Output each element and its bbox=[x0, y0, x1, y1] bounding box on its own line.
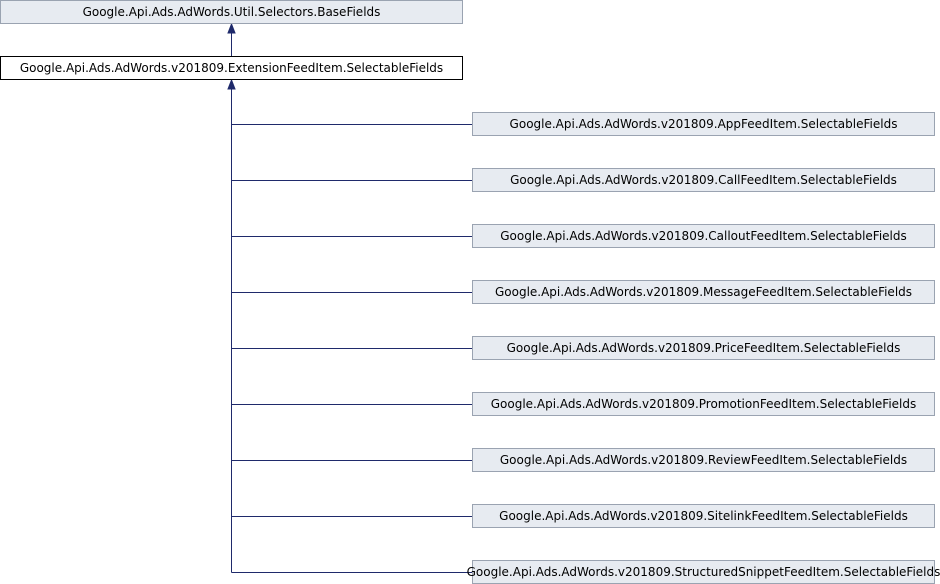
derived-inheritance-arrowhead bbox=[227, 78, 236, 90]
current-class-label: Google.Api.Ads.AdWords.v201809.Extension… bbox=[19, 61, 444, 75]
current-class-node: Google.Api.Ads.AdWords.v201809.Extension… bbox=[0, 56, 463, 80]
base-inheritance-arrowhead bbox=[227, 22, 236, 34]
derived-class-label: Google.Api.Ads.AdWords.v201809.ReviewFee… bbox=[499, 453, 908, 467]
derived-class-label: Google.Api.Ads.AdWords.v201809.PriceFeed… bbox=[506, 341, 901, 355]
derived-class-node[interactable]: Google.Api.Ads.AdWords.v201809.Promotion… bbox=[472, 392, 935, 416]
derived-class-label: Google.Api.Ads.AdWords.v201809.CallFeedI… bbox=[510, 173, 897, 187]
derived-class-label: Google.Api.Ads.AdWords.v201809.AppFeedIt… bbox=[509, 117, 898, 131]
derived-class-label: Google.Api.Ads.AdWords.v201809.Promotion… bbox=[490, 397, 917, 411]
derived-class-node[interactable]: Google.Api.Ads.AdWords.v201809.ReviewFee… bbox=[472, 448, 935, 472]
derived-class-label: Google.Api.Ads.AdWords.v201809.Structure… bbox=[466, 565, 940, 579]
derived-class-node[interactable]: Google.Api.Ads.AdWords.v201809.CallFeedI… bbox=[472, 168, 935, 192]
derived-class-node[interactable]: Google.Api.Ads.AdWords.v201809.MessageFe… bbox=[472, 280, 935, 304]
derived-class-label: Google.Api.Ads.AdWords.v201809.MessageFe… bbox=[494, 285, 913, 299]
derived-class-node[interactable]: Google.Api.Ads.AdWords.v201809.SitelinkF… bbox=[472, 504, 935, 528]
base-class-label: Google.Api.Ads.AdWords.Util.Selectors.Ba… bbox=[82, 5, 381, 19]
derived-class-node[interactable]: Google.Api.Ads.AdWords.v201809.AppFeedIt… bbox=[472, 112, 935, 136]
derived-class-node[interactable]: Google.Api.Ads.AdWords.v201809.Structure… bbox=[467, 560, 940, 584]
base-class-node[interactable]: Google.Api.Ads.AdWords.Util.Selectors.Ba… bbox=[0, 0, 463, 24]
derived-class-node[interactable]: Google.Api.Ads.AdWords.v201809.CalloutFe… bbox=[472, 224, 935, 248]
derived-class-label: Google.Api.Ads.AdWords.v201809.SitelinkF… bbox=[499, 509, 908, 523]
derived-class-node[interactable]: Google.Api.Ads.AdWords.v201809.PriceFeed… bbox=[472, 336, 935, 360]
derived-class-label: Google.Api.Ads.AdWords.v201809.CalloutFe… bbox=[500, 229, 907, 243]
